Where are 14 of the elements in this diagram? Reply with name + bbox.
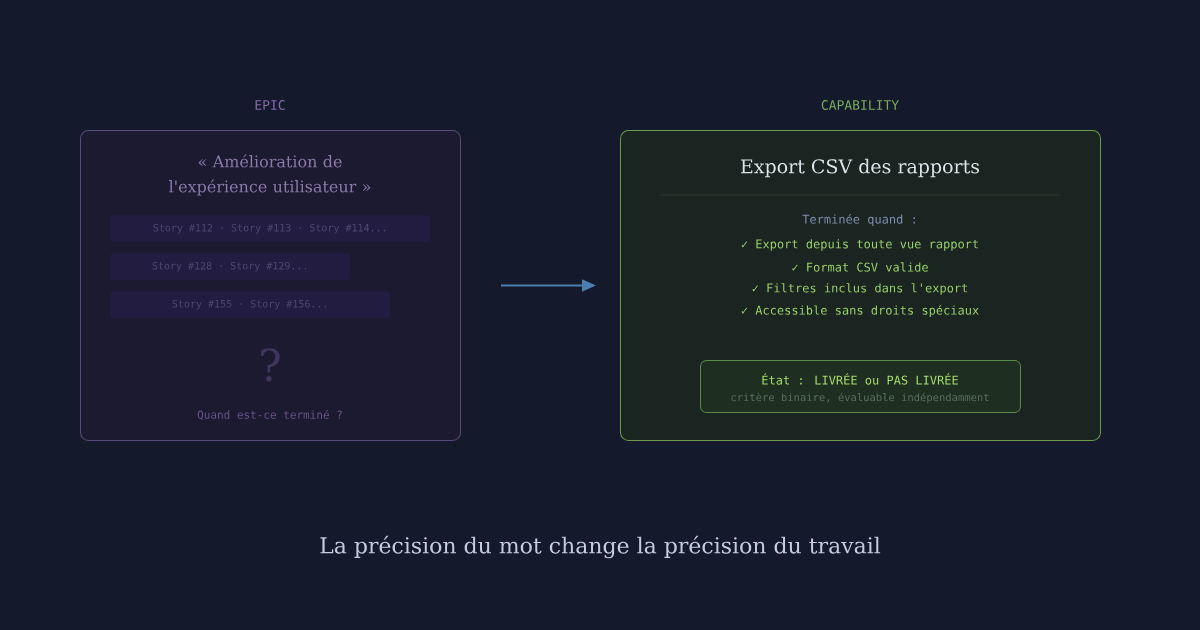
criterion-item: ✓ Filtres inclus dans l'export (752, 283, 968, 295)
criterion-item: ✓ Export depuis toute vue rapport (741, 239, 978, 251)
criterion-item: ✓ Format CSV valide (792, 262, 928, 272)
card-title: « Amélioration de l'expérience utilisateur » (169, 154, 371, 196)
criteria-heading: Terminée quand : (802, 213, 915, 227)
status-note: critère binaire, évaluable indépendamment (731, 392, 989, 404)
card-title: Export CSV des rapports (741, 158, 980, 178)
footer-note: Quand est-ce terminé ? (197, 409, 342, 421)
caption: La précision du mot change la précision du travail (320, 535, 881, 559)
criterion-item: ✓ Accessible sans droits spéciaux (741, 304, 979, 318)
section-label: CAPABILITY (821, 100, 899, 110)
section-label: EPIC (255, 100, 285, 110)
question-mark: ? (261, 348, 280, 382)
status-text: État : LIVRÉE ou PAS LIVRÉE (762, 373, 958, 385)
